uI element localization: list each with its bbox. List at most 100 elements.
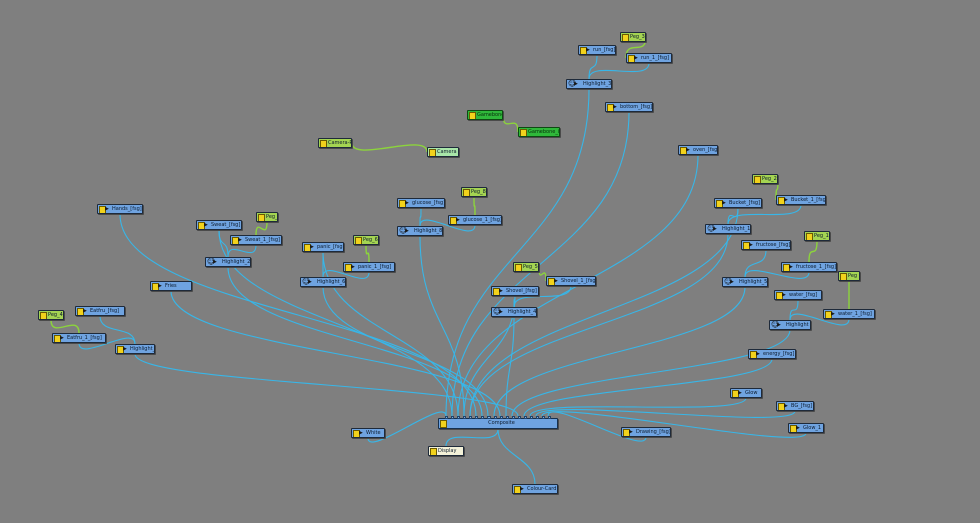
node-fructose[interactable]: ▶fructose_[fsg]: [741, 240, 791, 250]
node-color-swatch[interactable]: [430, 448, 437, 455]
node-color-swatch[interactable]: [320, 140, 327, 147]
node-color-swatch[interactable]: [54, 335, 61, 342]
node-hl5[interactable]: ▶☺Highlight_5: [722, 277, 768, 287]
node-color-swatch[interactable]: [716, 200, 723, 207]
input-port[interactable]: [457, 416, 461, 419]
node-run[interactable]: ▶run_[fsg]: [578, 45, 616, 55]
node-color-swatch[interactable]: [399, 200, 406, 207]
node-color-swatch[interactable]: [463, 189, 470, 196]
node-pegtop[interactable]: Peg_8: [461, 187, 487, 197]
wire-peg6-to-panic1[interactable]: [365, 244, 370, 263]
node-bucket[interactable]: ▶Bucket_[fsg]: [714, 198, 762, 208]
wire-peg7-to-sweat1[interactable]: [255, 221, 268, 236]
node-hl1[interactable]: ▶☺Highlight_1: [705, 224, 751, 234]
node-eatfru[interactable]: ▶Eatfru_[fsg]: [75, 306, 125, 316]
node-display[interactable]: Display: [428, 446, 464, 456]
wire-composite-to-colorcard[interactable]: [497, 428, 536, 485]
wire-bucket1-to-hl1[interactable]: [727, 204, 802, 225]
node-peg5[interactable]: Peg_5: [513, 262, 539, 272]
node-run1[interactable]: ▶run_1_[fsg]: [626, 53, 672, 63]
wire-sweat1-to-hl2[interactable]: [227, 244, 257, 258]
wire-glucose-to-hl8[interactable]: [419, 207, 422, 227]
node-peg1[interactable]: Peg_1: [804, 231, 830, 241]
wire-hl7-to-composite[interactable]: [134, 353, 519, 417]
node-color-swatch[interactable]: [514, 486, 521, 493]
node-sweat1[interactable]: ▶Sweat_1_[fsg]: [230, 235, 282, 245]
node-colorcard[interactable]: ▶Colour-Card: [512, 484, 558, 494]
node-color-swatch[interactable]: [776, 292, 783, 299]
node-fructose1[interactable]: ▶fructose_1_[fsg]: [781, 262, 837, 272]
node-eatfru1[interactable]: ▶Eatfru_1_[fsg]: [52, 333, 106, 343]
input-port[interactable]: [529, 416, 533, 419]
wire-bg-to-composite[interactable]: [535, 409, 796, 418]
node-hl6[interactable]: ▶☺Highlight_6: [300, 277, 346, 287]
wire-peg5-to-shovel1[interactable]: [538, 266, 547, 282]
input-port[interactable]: [487, 416, 491, 419]
input-port[interactable]: [523, 416, 527, 419]
node-gamebone1[interactable]: Gamebone_i: [518, 127, 560, 137]
node-shovel1[interactable]: ▶Shovel_1_[fsg]: [546, 276, 596, 286]
wire-energy-to-composite[interactable]: [523, 358, 773, 417]
input-port[interactable]: [548, 416, 552, 419]
node-white[interactable]: ▶White: [351, 428, 385, 438]
node-peg[interactable]: Peg: [838, 271, 860, 281]
wire-hl8-to-composite[interactable]: [419, 235, 465, 417]
wire-eatfru1-to-hl7[interactable]: [78, 337, 136, 350]
node-color-swatch[interactable]: [258, 214, 265, 221]
node-water1[interactable]: ▶water_1_[fsg]: [823, 309, 875, 319]
input-port[interactable]: [445, 416, 449, 419]
wire-water1-to-hlleft[interactable]: [789, 313, 850, 326]
node-color-swatch[interactable]: [515, 264, 522, 271]
wire-run1-to-hl3[interactable]: [588, 62, 650, 80]
node-color-swatch[interactable]: [622, 34, 629, 41]
node-color-swatch[interactable]: [198, 222, 205, 229]
node-color-swatch[interactable]: [750, 351, 757, 358]
node-color-swatch[interactable]: [450, 217, 457, 224]
input-port[interactable]: [542, 416, 546, 419]
wire-hl1-to-composite[interactable]: [469, 233, 729, 417]
wire-glow-to-composite[interactable]: [529, 397, 747, 417]
node-color-swatch[interactable]: [345, 264, 352, 271]
input-port[interactable]: [505, 416, 509, 419]
input-port[interactable]: [517, 416, 521, 419]
node-color-swatch[interactable]: [790, 425, 797, 432]
input-port[interactable]: [451, 416, 455, 419]
node-color-swatch[interactable]: [440, 420, 447, 428]
node-color-swatch[interactable]: [754, 176, 761, 183]
input-port[interactable]: [481, 416, 485, 419]
wire-shovel1-to-hl4[interactable]: [513, 285, 572, 308]
node-color-swatch[interactable]: [40, 312, 47, 319]
node-color-swatch[interactable]: [732, 390, 739, 397]
wire-bucket-to-composite[interactable]: [469, 207, 739, 417]
node-peg3[interactable]: Peg_3: [620, 32, 646, 42]
node-color-swatch[interactable]: [743, 242, 750, 249]
node-bg[interactable]: ▶BG_[fsg]: [776, 401, 814, 411]
wire-white-to-composite[interactable]: [367, 411, 447, 443]
node-color-swatch[interactable]: [825, 311, 832, 318]
node-color-swatch[interactable]: [117, 346, 124, 353]
node-color-swatch[interactable]: [99, 206, 106, 213]
wire-hl4-to-composite[interactable]: [505, 316, 515, 417]
node-color-swatch[interactable]: [355, 237, 362, 244]
wire-hl6-to-composite[interactable]: [322, 286, 489, 417]
input-port[interactable]: [511, 416, 515, 419]
node-bucket1[interactable]: ▶Bucket_1_[fsg]: [776, 195, 826, 205]
node-shovel[interactable]: ▶Shovel_[fsg]: [491, 286, 539, 296]
node-color-swatch[interactable]: [607, 104, 614, 111]
input-port[interactable]: [493, 416, 497, 419]
node-peg2[interactable]: Peg_2: [752, 174, 778, 184]
node-hl7[interactable]: ▶Highlight_7: [115, 344, 155, 354]
node-bottom[interactable]: ▶bottom_[fsg]: [605, 102, 653, 112]
wire-glucose1-to-hl8[interactable]: [419, 219, 476, 232]
node-panic[interactable]: ▶panic_[fsg]: [302, 242, 344, 252]
input-port[interactable]: [469, 416, 473, 419]
node-peg7[interactable]: Peg_7: [256, 212, 278, 222]
wire-pegtop-to-glucose1[interactable]: [473, 196, 476, 216]
node-color-swatch[interactable]: [623, 429, 630, 436]
node-color-swatch[interactable]: [778, 403, 785, 410]
node-color-swatch[interactable]: [429, 149, 436, 156]
node-color-swatch[interactable]: [469, 112, 476, 119]
node-color-swatch[interactable]: [628, 55, 635, 62]
wire-fructose-to-hl5[interactable]: [744, 249, 767, 278]
